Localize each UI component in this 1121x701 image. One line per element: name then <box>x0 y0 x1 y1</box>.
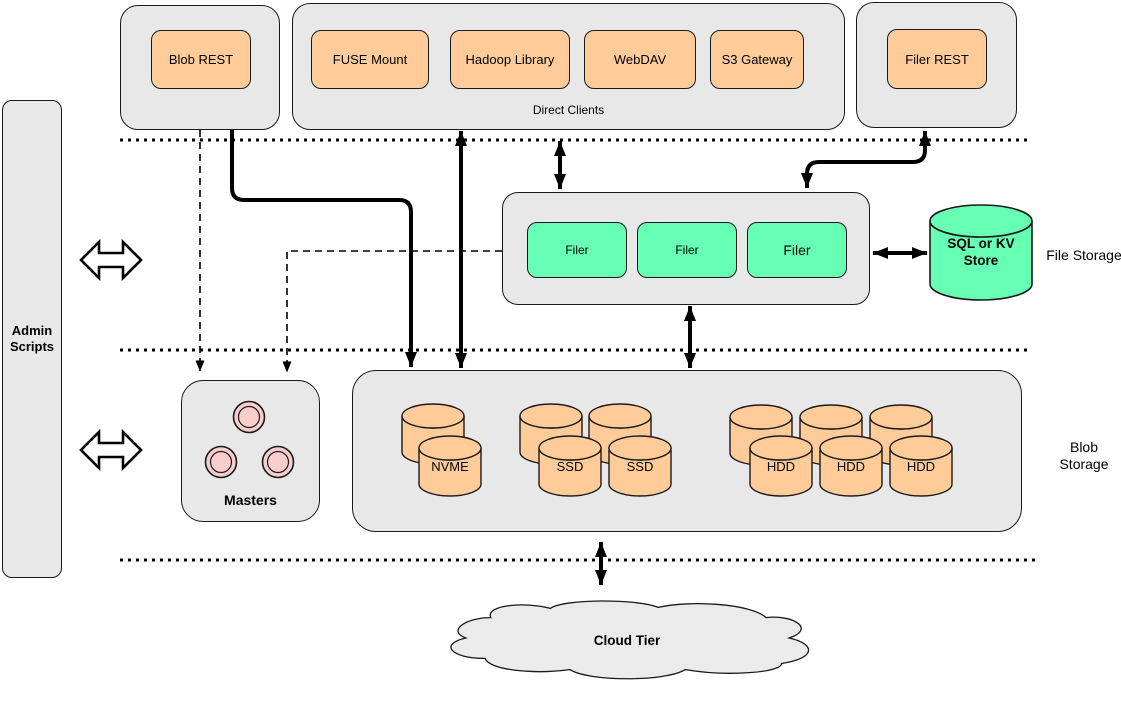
filer-rest-box: Filer REST <box>887 29 987 89</box>
s3-gateway-box: S3 Gateway <box>710 30 804 89</box>
blob-storage-layer-label: Blob Storage <box>1059 438 1109 473</box>
cloud-tier-label: Cloud Tier <box>593 632 661 648</box>
filer-box-3: Filer <box>747 222 847 278</box>
webdav-box: WebDAV <box>584 30 696 89</box>
blob-rest-to-blob-storage-arrow <box>230 130 417 367</box>
filer-box-2: Filer <box>637 222 737 278</box>
filer-box-1: Filer <box>527 222 627 278</box>
filer-to-masters-dashed-arrow <box>282 250 502 373</box>
admin-file-storage-arrow <box>79 238 143 282</box>
hdd-label-2: HDD <box>836 458 866 474</box>
file-storage-layer-label: File Storage <box>1046 247 1121 264</box>
admin-blob-storage-arrow <box>79 428 143 472</box>
fuse-mount-box: FUSE Mount <box>311 30 429 89</box>
hdd-label-3: HDD <box>906 458 936 474</box>
hdd-label-1: HDD <box>766 458 796 474</box>
ssd-label-2: SSD <box>626 458 654 474</box>
blob-rest-box: Blob REST <box>151 30 251 89</box>
admin-scripts-label: Admin Scripts <box>9 323 55 354</box>
ssd-label-1: SSD <box>556 458 584 474</box>
filer-rest-to-filer-double-arrow <box>801 131 931 188</box>
masters-label: Masters <box>224 492 277 508</box>
direct-clients-label: Direct Clients <box>532 103 605 117</box>
kv-store-label: SQL or KV Store <box>947 236 1015 268</box>
nvme-label: NVME <box>431 458 469 474</box>
masters-group <box>181 380 320 522</box>
hadoop-library-box: Hadoop Library <box>450 30 570 89</box>
blob-storage-group <box>352 370 1022 532</box>
admin-scripts-panel: Admin Scripts <box>2 100 62 578</box>
